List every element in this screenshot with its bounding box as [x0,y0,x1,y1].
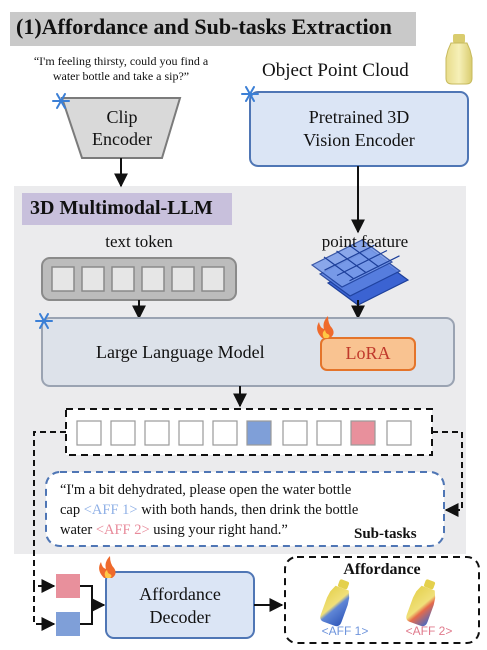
text-token-cell [111,266,135,292]
object-point-cloud-label: Object Point Cloud [262,60,409,81]
vision-encoder-line-1: Pretrained 3D [308,107,410,127]
dashed-connector-right [432,431,463,517]
fire-icon [317,316,334,338]
aff1-output-token [246,420,272,446]
snowflake-icon [241,86,259,102]
water-bottle-icon [445,34,473,85]
llm-title-tag [22,193,232,225]
instruction-line-2: water bottle and take a sip?” [52,69,190,83]
subtasks-line-3a: water [60,522,96,538]
aff1-output-label: <AFF 1> [321,624,369,638]
instruction-line-1: “I'm feeling thirsty, could you find a [33,54,209,68]
merge-connector [80,585,104,625]
aff1-bottle-icon [320,579,350,627]
subtasks-label: Sub-tasks [354,526,417,542]
text-token-cell [201,266,225,292]
clip-encoder-shape [60,97,182,159]
point-feature-label: point feature [321,232,409,251]
text-token-cells [51,266,225,292]
text-token-cell [171,266,195,292]
subtasks-line-3b: using your right hand.” [149,522,288,538]
output-token-cell [386,420,412,446]
text-token-cell [51,266,75,292]
llm-label: Large Language Model [96,342,265,362]
subtasks-text: “I'm a bit dehydrated, please open the w… [60,480,440,540]
affordance-decoder-line-1: Affordance [139,584,221,604]
text-token-cell [81,266,105,292]
output-token-cell [144,420,170,446]
snowflake-icon [35,313,53,329]
lora-box [320,337,416,371]
snowflake-icon [52,93,70,109]
aff2-bottle-icon [406,579,436,627]
clip-encoder-line-2: Encoder [92,129,152,149]
output-token-cell [178,420,204,446]
header-band [10,12,416,46]
vision-encoder-label: Pretrained 3D Vision Encoder [250,106,468,152]
affordance-decoder-label: Affordance Decoder [106,583,254,629]
subtasks-box [45,471,445,547]
clip-encoder-label: Clip Encoder [72,106,172,150]
aff2-embedding-token [56,574,80,598]
fire-icon [99,556,116,578]
lora-label: LoRA [345,343,391,363]
aff2-token-text: <AFF 2> [95,522,150,538]
subtasks-line-2a: cap [60,502,84,518]
subtasks-line-3: water <AFF 2> using your right hand.” [60,520,440,540]
output-token-cell [316,420,342,446]
output-token-cells [76,420,412,446]
output-token-cell [110,420,136,446]
point-feature-grid-icon [310,239,410,306]
subtasks-line-2: cap <AFF 1> with both hands, then drink … [60,500,440,520]
clip-encoder-line-1: Clip [106,107,138,127]
aff2-output-token [350,420,376,446]
vision-encoder-line-2: Vision Encoder [303,130,415,150]
instruction-text: “I'm feeling thirsty, could you find a w… [16,54,226,84]
affordance-decoder-line-2: Decoder [149,607,211,627]
output-token-cell [76,420,102,446]
output-token-cell [212,420,238,446]
aff1-token-text: <AFF 1> [83,502,138,518]
affordance-title: Affordance [343,561,421,578]
text-token-cell [141,266,165,292]
subtasks-line-2b: with both hands, then drink the bottle [137,502,359,518]
llm-block-title: 3D Multimodal-LLM [30,197,213,219]
subtasks-line-1: “I'm a bit dehydrated, please open the w… [60,482,352,498]
output-token-cell [282,420,308,446]
page-title: (1)Affordance and Sub-tasks Extraction [16,14,392,39]
aff2-output-label: <AFF 2> [405,624,453,638]
aff1-embedding-token [56,612,80,636]
text-token-label: text token [105,232,173,251]
